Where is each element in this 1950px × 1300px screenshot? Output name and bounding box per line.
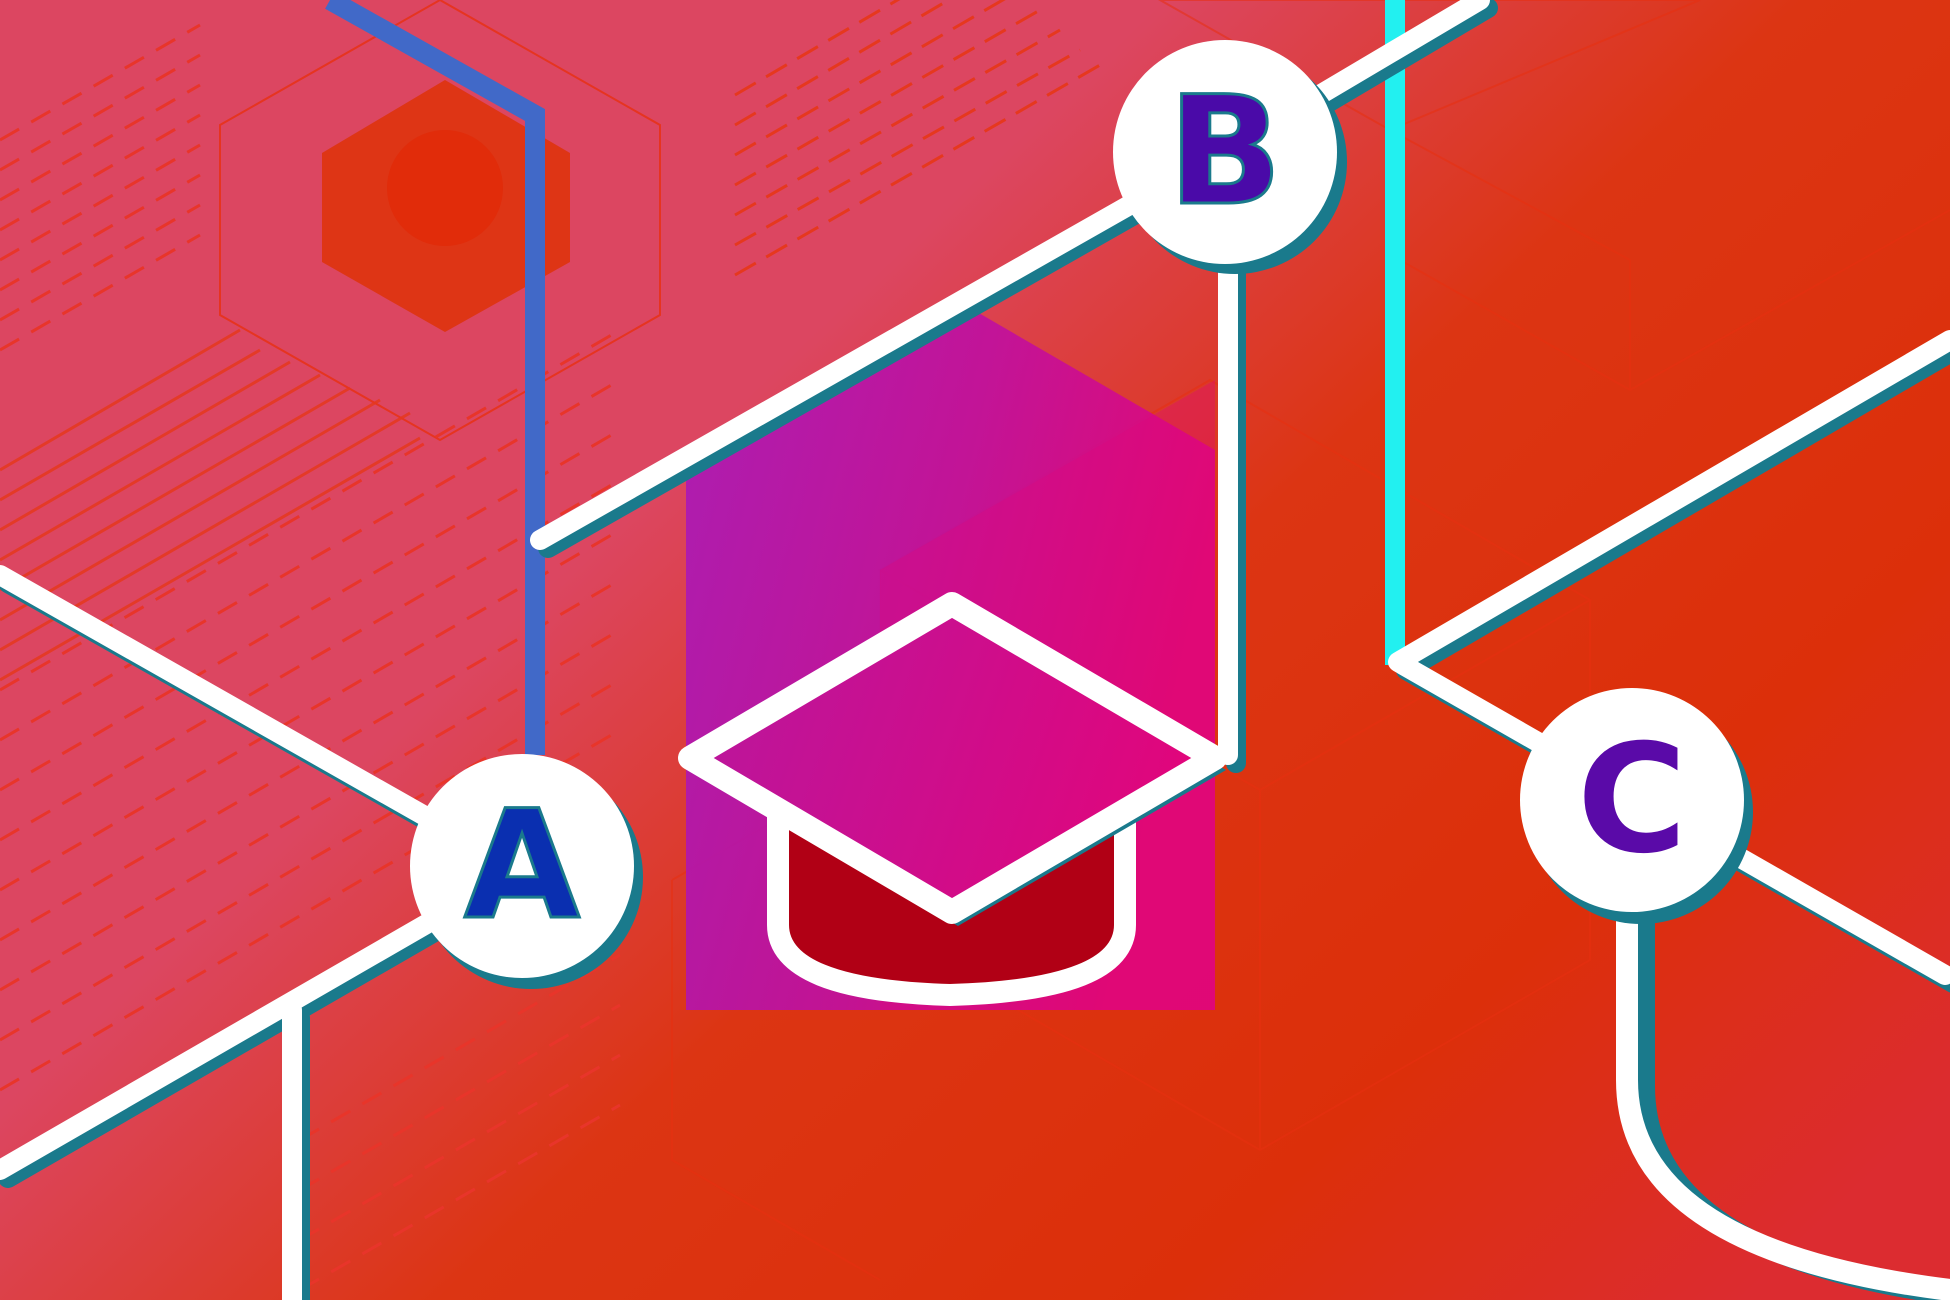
curve-path-c <box>1616 789 1950 1300</box>
hatch-lines-top <box>734 0 1101 277</box>
hexagon-icon <box>219 0 661 442</box>
node-b-letter: B <box>1168 65 1282 239</box>
node-a[interactable]: A <box>410 754 643 989</box>
node-a-letter: A <box>464 779 580 953</box>
graduation-cap-icon <box>678 592 1227 1006</box>
node-c[interactable]: C <box>1520 688 1753 924</box>
node-c-letter: C <box>1577 713 1687 887</box>
hatch-lines-left <box>0 23 621 1292</box>
node-b[interactable]: B <box>1113 40 1347 274</box>
